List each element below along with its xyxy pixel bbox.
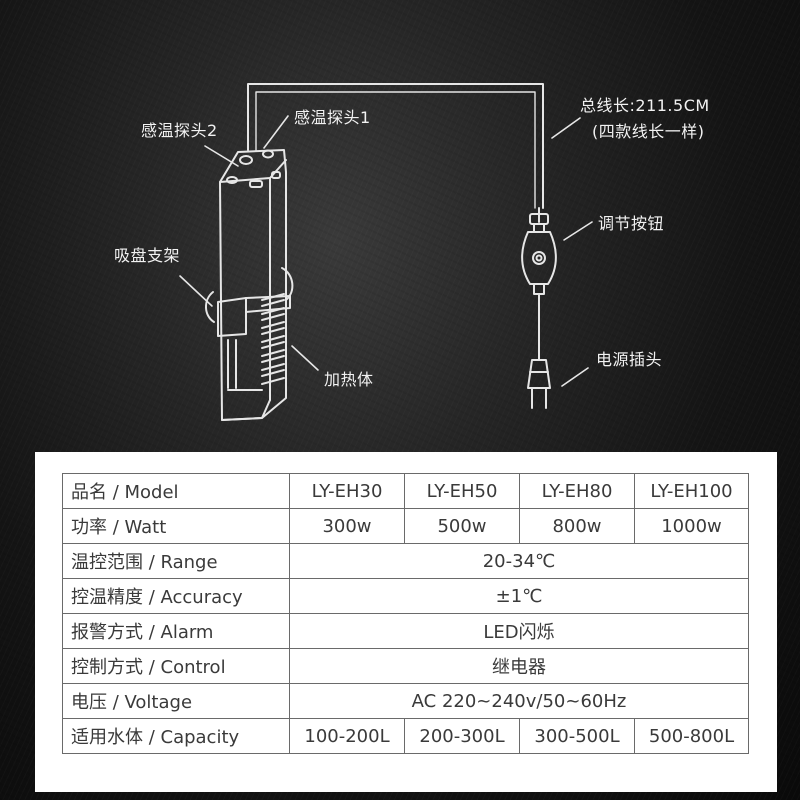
label-probe1: 感温探头1	[294, 108, 371, 127]
table-row: 电压 / Voltage AC 220~240v/50~60Hz	[62, 683, 749, 719]
power-cable	[247, 83, 544, 209]
table-cell: 500w	[404, 508, 520, 544]
table-cell: 800w	[519, 508, 635, 544]
table-cell: 300-500L	[519, 718, 635, 754]
table-cell-merged: AC 220~240v/50~60Hz	[289, 683, 749, 719]
table-row: 温控范围 / Range 20-34℃	[62, 543, 749, 579]
table-row: 功率 / Watt 300w 500w 800w 1000w	[62, 508, 749, 544]
label-power-plug: 电源插头	[596, 350, 663, 369]
leader-holder	[179, 275, 213, 307]
controller-drawing	[521, 207, 557, 361]
table-cell: 200-300L	[404, 718, 520, 754]
row-label: 控制方式 / Control	[62, 648, 290, 684]
label-heater-body: 加热体	[324, 370, 374, 389]
row-label: 电压 / Voltage	[62, 683, 290, 719]
label-suction-holder: 吸盘支架	[114, 246, 181, 265]
table-cell-merged: LED闪烁	[289, 613, 749, 649]
table-cell: LY-EH30	[289, 473, 405, 509]
table-cell: 1000w	[634, 508, 749, 544]
heater-body-drawing	[205, 149, 294, 421]
table-cell-merged: 20-34℃	[289, 543, 749, 579]
table-cell: 500-800L	[634, 718, 749, 754]
label-cable-length: 总线长:211.5CM	[580, 96, 710, 115]
spec-panel: 品名 / Model LY-EH30 LY-EH50 LY-EH80 LY-EH…	[35, 452, 777, 792]
table-cell: 100-200L	[289, 718, 405, 754]
label-adjust-button: 调节按钮	[598, 214, 665, 233]
leader-probe2	[204, 145, 239, 167]
row-label: 品名 / Model	[62, 473, 290, 509]
table-row: 报警方式 / Alarm LED闪烁	[62, 613, 749, 649]
row-label: 功率 / Watt	[62, 508, 290, 544]
table-row: 品名 / Model LY-EH30 LY-EH50 LY-EH80 LY-EH…	[62, 473, 749, 509]
table-row: 适用水体 / Capacity 100-200L 200-300L 300-50…	[62, 718, 749, 754]
row-label: 控温精度 / Accuracy	[62, 578, 290, 614]
table-cell: LY-EH100	[634, 473, 749, 509]
row-label: 温控范围 / Range	[62, 543, 290, 579]
leader-button	[563, 221, 593, 241]
table-row: 控温精度 / Accuracy ±1℃	[62, 578, 749, 614]
row-label: 适用水体 / Capacity	[62, 718, 290, 754]
label-probe2: 感温探头2	[141, 121, 218, 140]
leader-plug	[561, 367, 589, 387]
label-cable-note: (四款线长一样)	[592, 122, 705, 141]
heater-diagram	[179, 83, 593, 421]
table-cell: 300w	[289, 508, 405, 544]
table-cell-merged: ±1℃	[289, 578, 749, 614]
leader-heater	[291, 345, 319, 371]
plug-drawing	[527, 359, 551, 409]
spec-table: 品名 / Model LY-EH30 LY-EH50 LY-EH80 LY-EH…	[62, 473, 749, 754]
table-cell: LY-EH80	[519, 473, 635, 509]
leader-probe1	[263, 115, 289, 149]
leader-cable	[551, 117, 581, 139]
row-label: 报警方式 / Alarm	[62, 613, 290, 649]
table-cell: LY-EH50	[404, 473, 520, 509]
table-cell-merged: 继电器	[289, 648, 749, 684]
table-row: 控制方式 / Control 继电器	[62, 648, 749, 684]
